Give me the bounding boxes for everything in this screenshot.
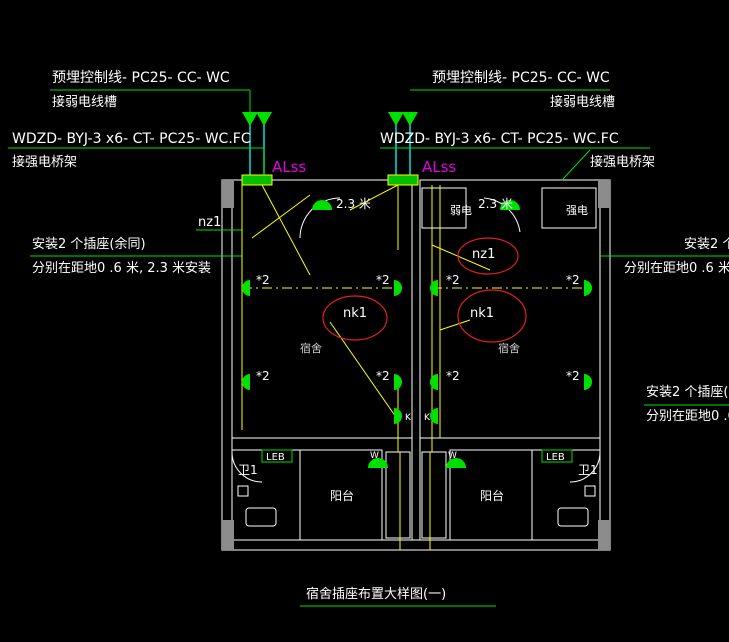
w-label-right: W bbox=[448, 451, 457, 461]
walls bbox=[221, 179, 611, 551]
weak-control-line-left: 预埋控制线- PC25- CC- WC bbox=[52, 70, 230, 86]
install-note-left-1: 安装2 个插座(余同) bbox=[32, 236, 146, 252]
sockets bbox=[242, 200, 592, 468]
multiplier-r4: *2 bbox=[566, 369, 580, 383]
k-label-left: K bbox=[405, 413, 412, 423]
socket-l1 bbox=[242, 280, 250, 296]
room-label-left: 宿舍 bbox=[300, 341, 322, 355]
strong-room-label: 强电 bbox=[566, 204, 588, 217]
panel-label-right: ALss bbox=[422, 158, 456, 176]
install-note-left-2: 分别在距地0 .6 米, 2.3 米安装 bbox=[32, 261, 211, 276]
nk1-label-right: nk1 bbox=[470, 306, 494, 321]
socket-r3 bbox=[430, 408, 438, 424]
socket-ceiling-left bbox=[312, 200, 332, 210]
multiplier-r2: *2 bbox=[566, 273, 580, 287]
nk1-label-left: nk1 bbox=[343, 306, 367, 321]
weak-tray-right: 接弱电线槽 bbox=[550, 94, 615, 110]
strong-tray-left: 接强电桥架 bbox=[12, 154, 77, 170]
bath-label-left: 卫1 bbox=[238, 463, 258, 477]
socket-r4 bbox=[584, 280, 592, 296]
install-note-right-1: 安装2 个 bbox=[684, 237, 729, 252]
balcony-label-left: 阳台 bbox=[330, 488, 354, 503]
strong-tray-right: 接强电桥架 bbox=[590, 154, 655, 170]
install-note-right-2: 分别在距地0 .6 米, bbox=[624, 261, 729, 276]
socket-l2 bbox=[242, 374, 250, 390]
circle-nz1 bbox=[457, 237, 519, 275]
socket-l5 bbox=[394, 408, 402, 424]
socket-w-right bbox=[446, 458, 466, 468]
w-label-left: W bbox=[370, 451, 379, 461]
socket-r2 bbox=[430, 374, 438, 390]
conduit-lines bbox=[241, 112, 419, 186]
socket-ceiling-right bbox=[500, 200, 520, 210]
balcony-label-right: 阳台 bbox=[480, 488, 504, 503]
multiplier-l2: *2 bbox=[376, 273, 390, 287]
highlight-circles bbox=[322, 237, 527, 343]
socket-l3 bbox=[394, 280, 402, 296]
nz1-label-right: nz1 bbox=[472, 247, 495, 262]
circle-nk1-right bbox=[457, 289, 527, 343]
leb-label-right: LEB bbox=[546, 452, 565, 463]
install-note-right2-1: 安装2 个插座(余 bbox=[646, 384, 729, 400]
leader-lines bbox=[8, 89, 729, 406]
bath-label-right: 卫1 bbox=[578, 463, 598, 477]
multiplier-r3: *2 bbox=[446, 369, 460, 383]
multiplier-l4: *2 bbox=[376, 369, 390, 383]
k-label-right: K bbox=[424, 413, 431, 423]
weak-control-line-right: 预埋控制线- PC25- CC- WC bbox=[432, 70, 610, 86]
strong-line-left: WDZD- BYJ-3 x6- CT- PC25- WC.FC bbox=[12, 131, 251, 147]
height-label-left: 2.3 米 bbox=[336, 197, 371, 211]
panel-label-left: ALss bbox=[272, 158, 306, 176]
columns bbox=[222, 180, 610, 550]
multiplier-l3: *2 bbox=[256, 369, 270, 383]
multiplier-l1: *2 bbox=[256, 273, 270, 287]
nz1-label-left: nz1 bbox=[198, 215, 221, 230]
socket-w-left bbox=[368, 458, 388, 468]
weak-tray-left: 接弱电线槽 bbox=[52, 94, 117, 110]
socket-r5 bbox=[584, 374, 592, 390]
install-note-right2-2: 分别在距地0 .6 bbox=[646, 409, 729, 424]
circle-nk1-left bbox=[322, 295, 388, 341]
weak-room-label: 弱电 bbox=[450, 204, 472, 217]
socket-l4 bbox=[394, 374, 402, 390]
multiplier-r1: *2 bbox=[446, 273, 460, 287]
wiring bbox=[241, 184, 588, 550]
drawing-title: 宿舍插座布置大样图(一) bbox=[306, 586, 446, 602]
room-label-right: 宿舍 bbox=[498, 341, 520, 355]
leb-label-left: LEB bbox=[266, 452, 285, 463]
socket-r1 bbox=[430, 280, 438, 296]
height-label-right: 2.3 米 bbox=[478, 197, 513, 211]
strong-line-right: WDZD- BYJ-3 x6- CT- PC25- WC.FC bbox=[380, 131, 619, 147]
